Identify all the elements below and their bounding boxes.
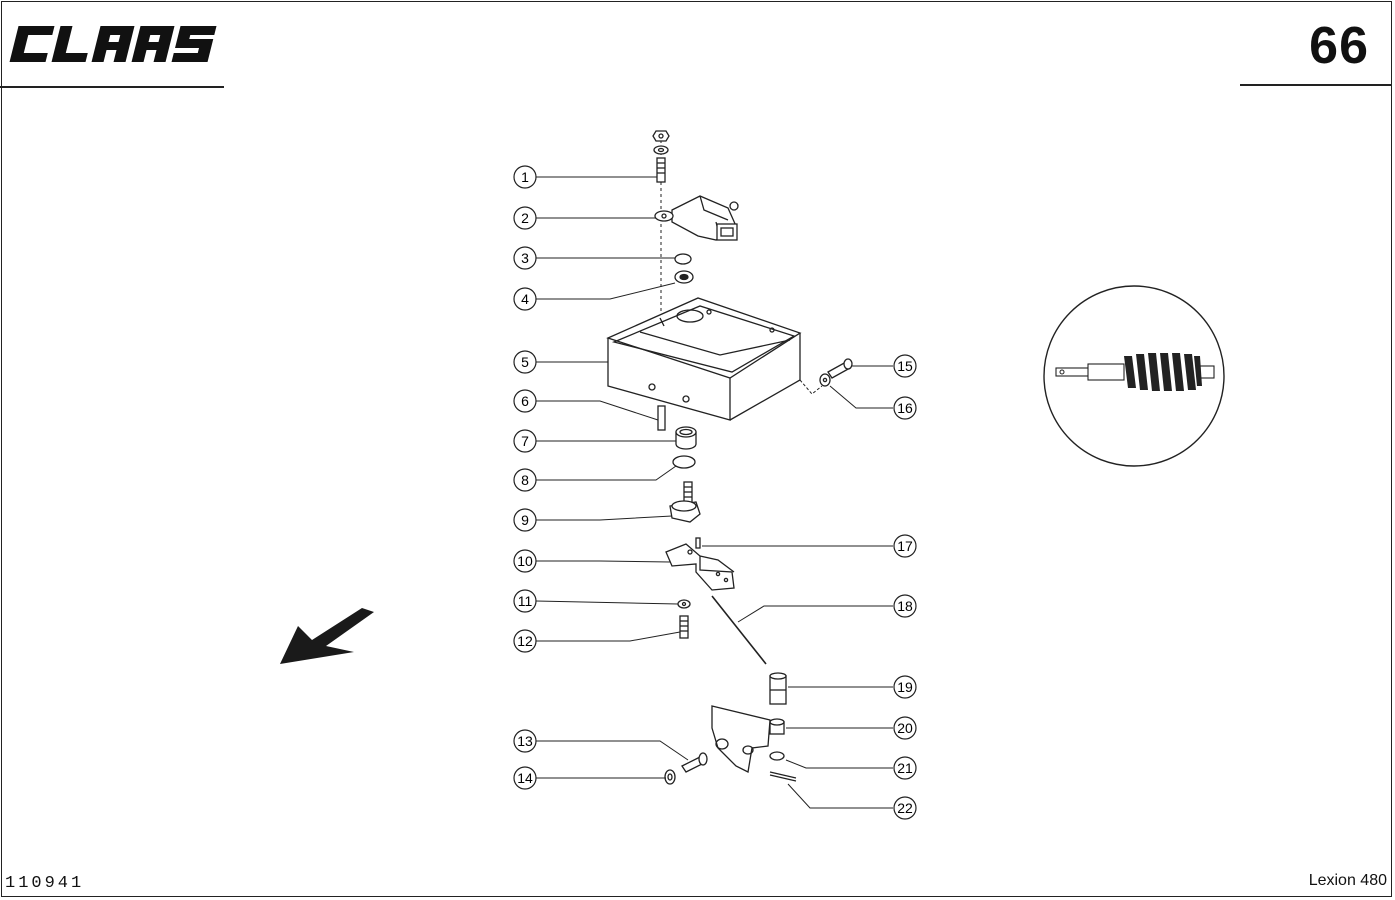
mounting-plate bbox=[711, 705, 771, 773]
svg-text:8: 8 bbox=[521, 472, 529, 488]
callout-9: 9 bbox=[513, 508, 537, 532]
link-rod-part-18 bbox=[711, 595, 767, 665]
screw-1 bbox=[656, 157, 666, 183]
svg-text:3: 3 bbox=[521, 250, 529, 266]
callout-20: 20 bbox=[893, 716, 917, 740]
bushing-part-7 bbox=[675, 426, 697, 450]
pin-part-6 bbox=[657, 405, 666, 431]
svg-text:2: 2 bbox=[521, 210, 529, 226]
callout-17: 17 bbox=[893, 534, 917, 558]
svg-text:22: 22 bbox=[897, 800, 913, 816]
callout-1: 1 bbox=[513, 165, 537, 189]
screw-part-12 bbox=[679, 615, 689, 639]
housing-part-5 bbox=[606, 297, 802, 421]
svg-text:9: 9 bbox=[521, 512, 529, 528]
svg-text:12: 12 bbox=[517, 633, 533, 649]
callout-21: 21 bbox=[893, 756, 917, 780]
washer-part-11 bbox=[677, 599, 691, 609]
svg-text:16: 16 bbox=[897, 400, 913, 416]
washer-part-14 bbox=[664, 769, 676, 785]
callout-8: 8 bbox=[513, 468, 537, 492]
ring-part-8 bbox=[672, 455, 696, 469]
ring-part-3 bbox=[674, 253, 692, 265]
callouts-right: 15 16 17 18 19 20 21 22 bbox=[893, 354, 917, 820]
washer-part-16 bbox=[819, 373, 831, 387]
cotter-pin-part-22 bbox=[769, 771, 797, 782]
header-rule-left bbox=[0, 86, 224, 88]
top-nut bbox=[652, 130, 670, 142]
callout-10: 10 bbox=[513, 549, 537, 573]
callout-19: 19 bbox=[893, 675, 917, 699]
callout-12: 12 bbox=[513, 629, 537, 653]
callout-13: 13 bbox=[513, 729, 537, 753]
bolt-part-19 bbox=[769, 672, 787, 705]
callout-11: 11 bbox=[513, 589, 537, 613]
washer-part-4 bbox=[674, 270, 694, 284]
svg-text:1: 1 bbox=[521, 169, 529, 185]
svg-text:14: 14 bbox=[517, 770, 533, 786]
callout-18: 18 bbox=[893, 594, 917, 618]
callout-2: 2 bbox=[513, 206, 537, 230]
washer-part-21 bbox=[769, 751, 785, 761]
spring-detail-icon bbox=[1043, 285, 1225, 467]
callout-6: 6 bbox=[513, 389, 537, 413]
svg-text:4: 4 bbox=[521, 291, 529, 307]
callout-14: 14 bbox=[513, 766, 537, 790]
bush-part-20 bbox=[769, 718, 785, 735]
screw-part-15 bbox=[827, 358, 853, 379]
header-rule-right bbox=[1240, 84, 1392, 86]
arrow-down-left-icon bbox=[280, 608, 374, 664]
svg-text:20: 20 bbox=[897, 720, 913, 736]
callout-4: 4 bbox=[513, 287, 537, 311]
svg-text:11: 11 bbox=[518, 593, 533, 609]
svg-text:13: 13 bbox=[517, 733, 533, 749]
callout-5: 5 bbox=[513, 350, 537, 374]
page-number: 66 bbox=[1309, 17, 1369, 75]
svg-text:7: 7 bbox=[521, 433, 529, 449]
screw-part-13 bbox=[681, 752, 708, 773]
callouts-left: 1 2 3 4 5 6 7 8 9 10 11 12 13 14 bbox=[513, 165, 537, 790]
bracket-part-10 bbox=[665, 537, 735, 591]
callout-22: 22 bbox=[893, 796, 917, 820]
svg-text:21: 21 bbox=[897, 760, 913, 776]
callout-3: 3 bbox=[513, 246, 537, 270]
svg-text:6: 6 bbox=[521, 393, 529, 409]
callout-16: 16 bbox=[893, 396, 917, 420]
svg-text:17: 17 bbox=[897, 538, 913, 554]
machine-model: Lexion 480 bbox=[1308, 872, 1387, 889]
sensor-part-2 bbox=[654, 195, 739, 241]
callout-15: 15 bbox=[893, 354, 917, 378]
svg-text:15: 15 bbox=[897, 358, 913, 374]
svg-text:10: 10 bbox=[517, 553, 533, 569]
leader-lines bbox=[535, 176, 893, 809]
callout-7: 7 bbox=[513, 429, 537, 453]
document-code: 110941 bbox=[5, 874, 85, 893]
claas-logo bbox=[9, 26, 217, 62]
svg-text:19: 19 bbox=[897, 679, 913, 695]
actuator-part-9 bbox=[669, 481, 701, 523]
svg-text:5: 5 bbox=[521, 354, 529, 370]
svg-text:18: 18 bbox=[897, 598, 913, 614]
